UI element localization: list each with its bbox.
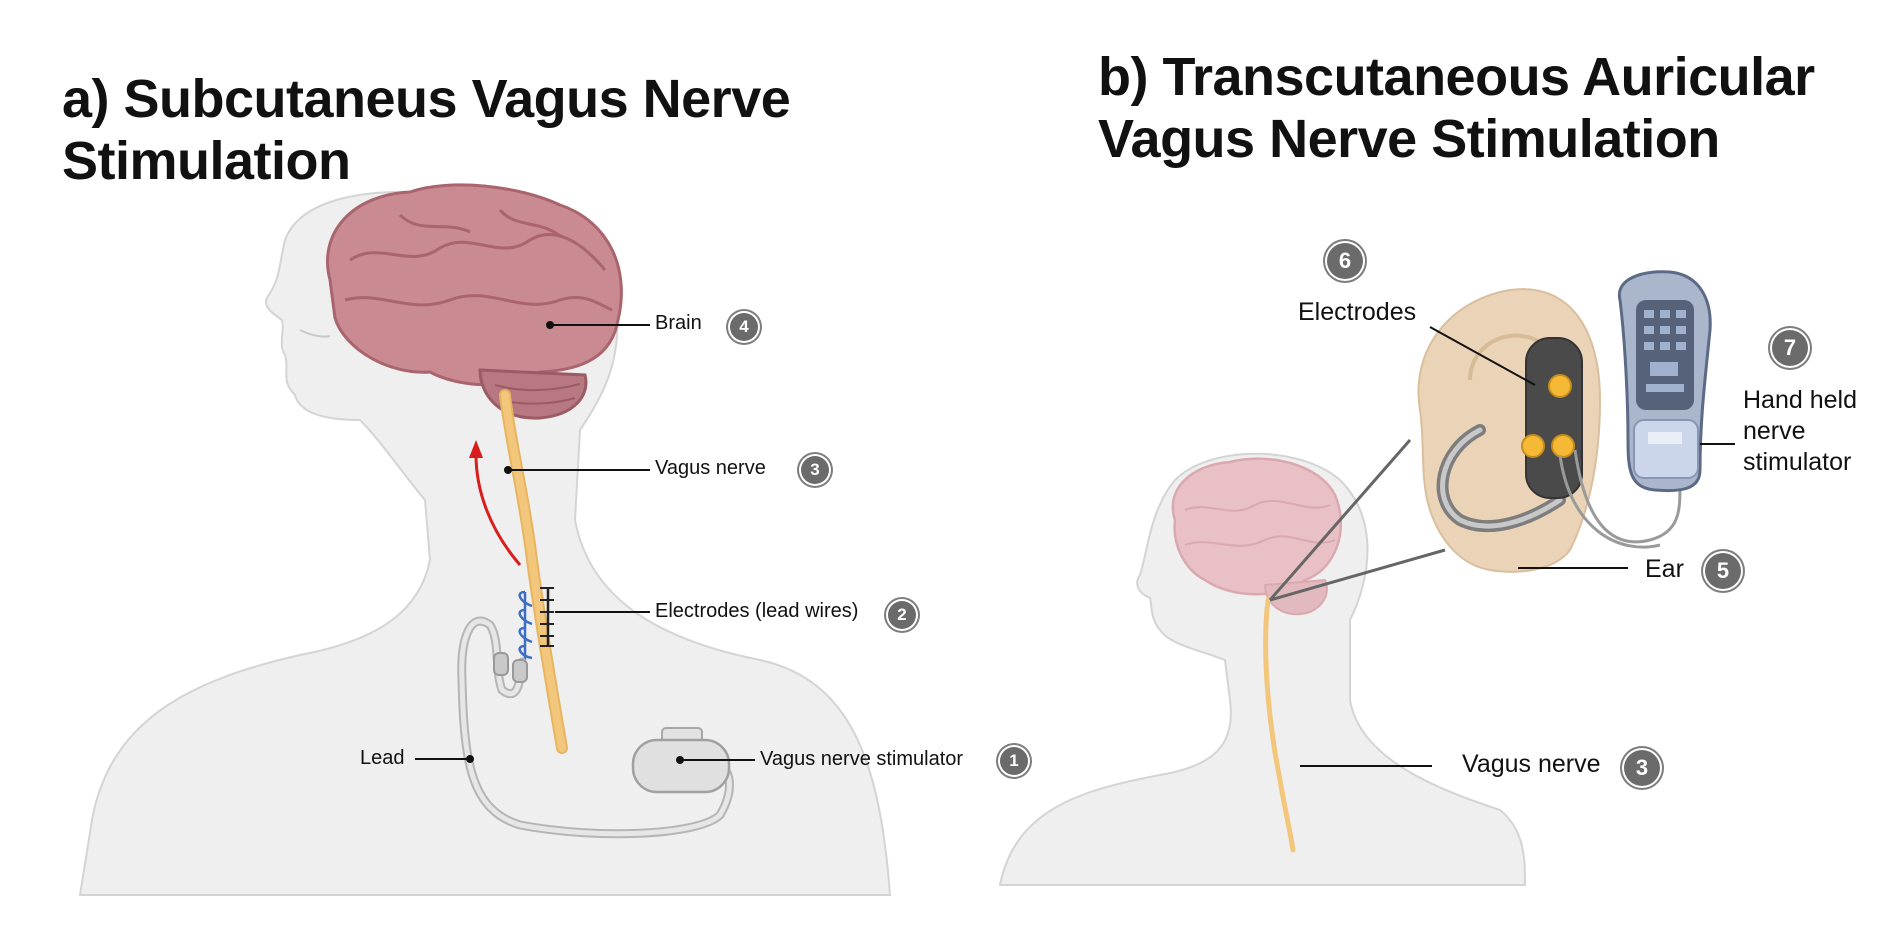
badge-handheld: 7 (1772, 330, 1808, 366)
label-electrodes-a: Electrodes (lead wires) (655, 600, 859, 622)
panel-a-leader-lines (415, 324, 755, 761)
label-handheld-line-3: stimulator (1743, 448, 1852, 476)
panel-b-leader-lines (1300, 326, 1735, 767)
label-handheld-line-1: Hand held (1743, 386, 1857, 414)
panel-b-zoom-lines (1268, 439, 1446, 602)
panel-a-electrodes (518, 587, 554, 660)
panel-a-vagus-nerve (499, 389, 568, 754)
badge-electrodes-a: 2 (888, 601, 916, 629)
panel-b-cable-2 (1558, 454, 1661, 549)
label-ear: Ear (1645, 555, 1684, 583)
panel-b-earpiece-electrode (1436, 337, 1583, 533)
label-vagus-nerve-b: Vagus nerve (1462, 750, 1601, 778)
label-lead: Lead (360, 747, 405, 769)
label-electrodes-b: Electrodes (1298, 298, 1417, 326)
badge-ear: 5 (1705, 553, 1741, 589)
badge-vagus-a: 3 (801, 456, 829, 484)
panel-a-body-silhouette (78, 190, 892, 896)
label-vagus-nerve-a: Vagus nerve (655, 457, 766, 479)
panel-b-body-silhouette (998, 452, 1527, 886)
label-stimulator: Vagus nerve stimulator (760, 748, 964, 770)
badge-vagus-b: 3 (1624, 750, 1660, 786)
panel-a-stimulator-device (631, 727, 731, 794)
badge-brain: 4 (730, 313, 758, 341)
panel-b-vagus-nerve (1263, 597, 1296, 853)
badge-electrodes-b: 6 (1327, 243, 1363, 279)
panel-b-cables (1573, 449, 1682, 544)
panel-b-handheld-device (1617, 270, 1712, 493)
badge-stimulator: 1 (1000, 747, 1028, 775)
panel-a-red-arrow (474, 449, 522, 566)
panel-a-lead-wire (457, 616, 735, 839)
label-handheld: Hand held nerve stimulator (1743, 385, 1857, 478)
panel-a-leader-dots (466, 321, 684, 764)
panel-b-title: b) Transcutaneous Auricular Vagus Nerve … (1098, 47, 1815, 169)
label-handheld-line-2: nerve (1743, 417, 1806, 445)
panel-a-title: a) Subcutaneus Vagus Nerve Stimulation (62, 69, 791, 191)
label-brain: Brain (655, 312, 702, 334)
panel-a-red-arrowhead (469, 440, 483, 458)
